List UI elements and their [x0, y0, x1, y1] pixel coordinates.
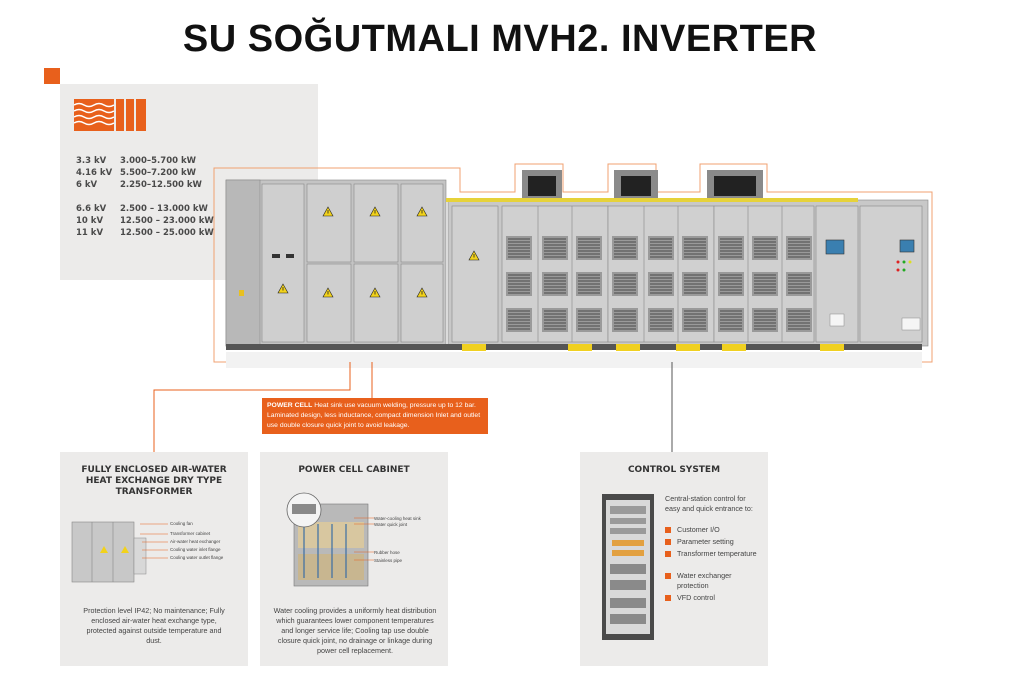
control-item: Customer I/O: [665, 525, 761, 535]
transformer-title: FULLY ENCLOSED AIR-WATER HEAT EXCHANGE D…: [81, 465, 227, 497]
power-cell-image: [286, 492, 374, 587]
control-intro: Central-station control for easy and qui…: [665, 494, 753, 513]
power-cell-label: Rubber hose: [374, 550, 400, 555]
transformer-label: Transformer cabinet: [170, 531, 211, 536]
power-cell-description: Water cooling provides a uniformly heat …: [273, 606, 437, 655]
control-title: CONTROL SYSTEM: [627, 465, 721, 475]
transformer-image: [71, 521, 168, 583]
transformer-label: Air-water heat exchanger: [170, 539, 221, 544]
control-item: Transformer temperature: [665, 549, 761, 559]
control-cabinet-image: [602, 494, 654, 640]
brand-logo: [74, 99, 146, 131]
power-cell-label: Water quick joint: [374, 522, 408, 527]
control-item: VFD control: [665, 593, 761, 603]
transformer-label: Cooling water inlet flange: [170, 547, 221, 552]
control-item: Water exchanger protection: [665, 571, 761, 590]
transformer-label: Cooling water outlet flange: [170, 555, 224, 560]
accent-square: [44, 68, 60, 84]
power-cell-label: Stainless pipe: [374, 558, 403, 563]
control-item: Parameter setting: [665, 537, 761, 547]
power-cell-title: POWER CELL CABINET: [298, 465, 410, 475]
power-cell-callout: POWER CELL Heat sink use vacuum welding,…: [262, 398, 488, 434]
transformer-description: Protection level IP42; No maintenance; F…: [83, 606, 225, 645]
power-cell-label: Water-cooling heat sink: [374, 516, 421, 521]
transformer-label: Cooling fan: [170, 521, 193, 526]
page-title: SU SOĞUTMALI MVH2. INVERTER: [182, 18, 818, 60]
